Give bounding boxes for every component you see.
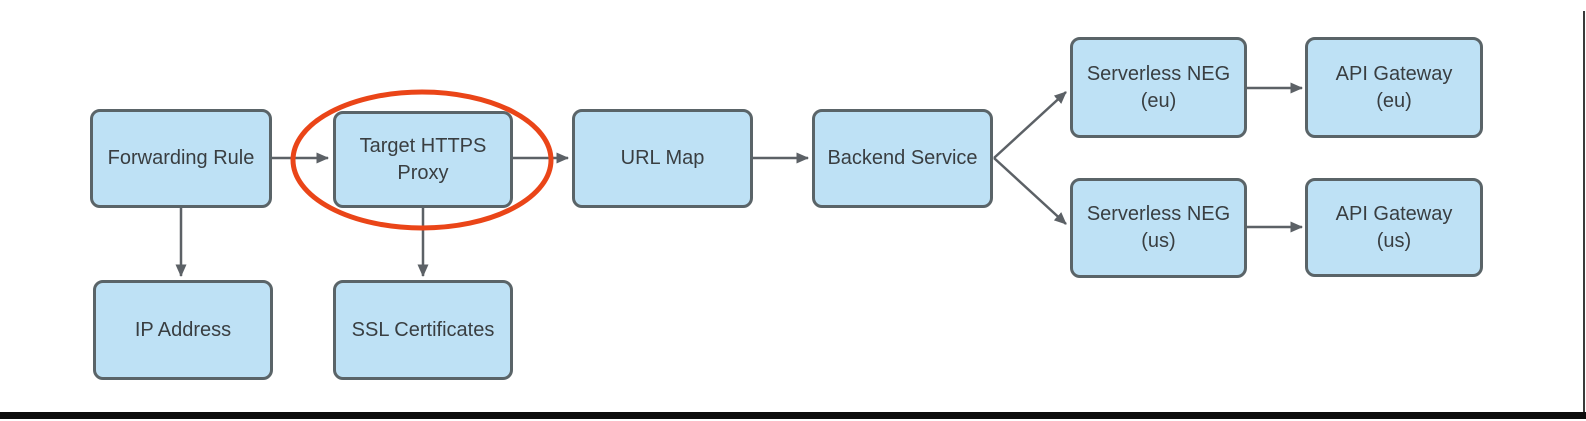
node-label: SSL Certificates	[351, 318, 495, 341]
node-label: Target HTTPS Proxy	[359, 134, 487, 184]
node-ssl-certificates: SSL Certificates	[333, 280, 513, 380]
node-label: API Gateway (us)	[1335, 202, 1453, 252]
node-serverless-neg-eu: Serverless NEG (eu)	[1070, 37, 1247, 138]
node-label: Serverless NEG (eu)	[1086, 62, 1231, 112]
node-api-gateway-us: API Gateway (us)	[1305, 178, 1483, 277]
edge-backend-service-to-serverless-neg-us	[993, 157, 1067, 225]
node-label: Serverless NEG (us)	[1086, 203, 1231, 252]
node-forwarding-rule: Forwarding Rule	[90, 109, 272, 208]
node-label: API Gateway (eu)	[1335, 62, 1453, 112]
node-api-gateway-eu: API Gateway (eu)	[1305, 37, 1483, 138]
node-label: Forwarding Rule	[107, 147, 255, 169]
page-bottom-border	[0, 412, 1586, 419]
node-label: IP Address	[134, 318, 232, 341]
node-label: URL Map	[620, 147, 705, 169]
node-label: Backend Service	[827, 147, 978, 169]
edge-backend-service-to-serverless-neg-eu	[993, 91, 1067, 159]
node-target-https-proxy: Target HTTPS Proxy	[333, 111, 513, 208]
page-right-border	[1583, 11, 1585, 412]
node-backend-service: Backend Service	[812, 109, 993, 208]
highlight-ellipse	[290, 89, 554, 231]
node-url-map: URL Map	[572, 109, 753, 208]
node-serverless-neg-us: Serverless NEG (us)	[1070, 178, 1247, 278]
node-ip-address: IP Address	[93, 280, 273, 380]
